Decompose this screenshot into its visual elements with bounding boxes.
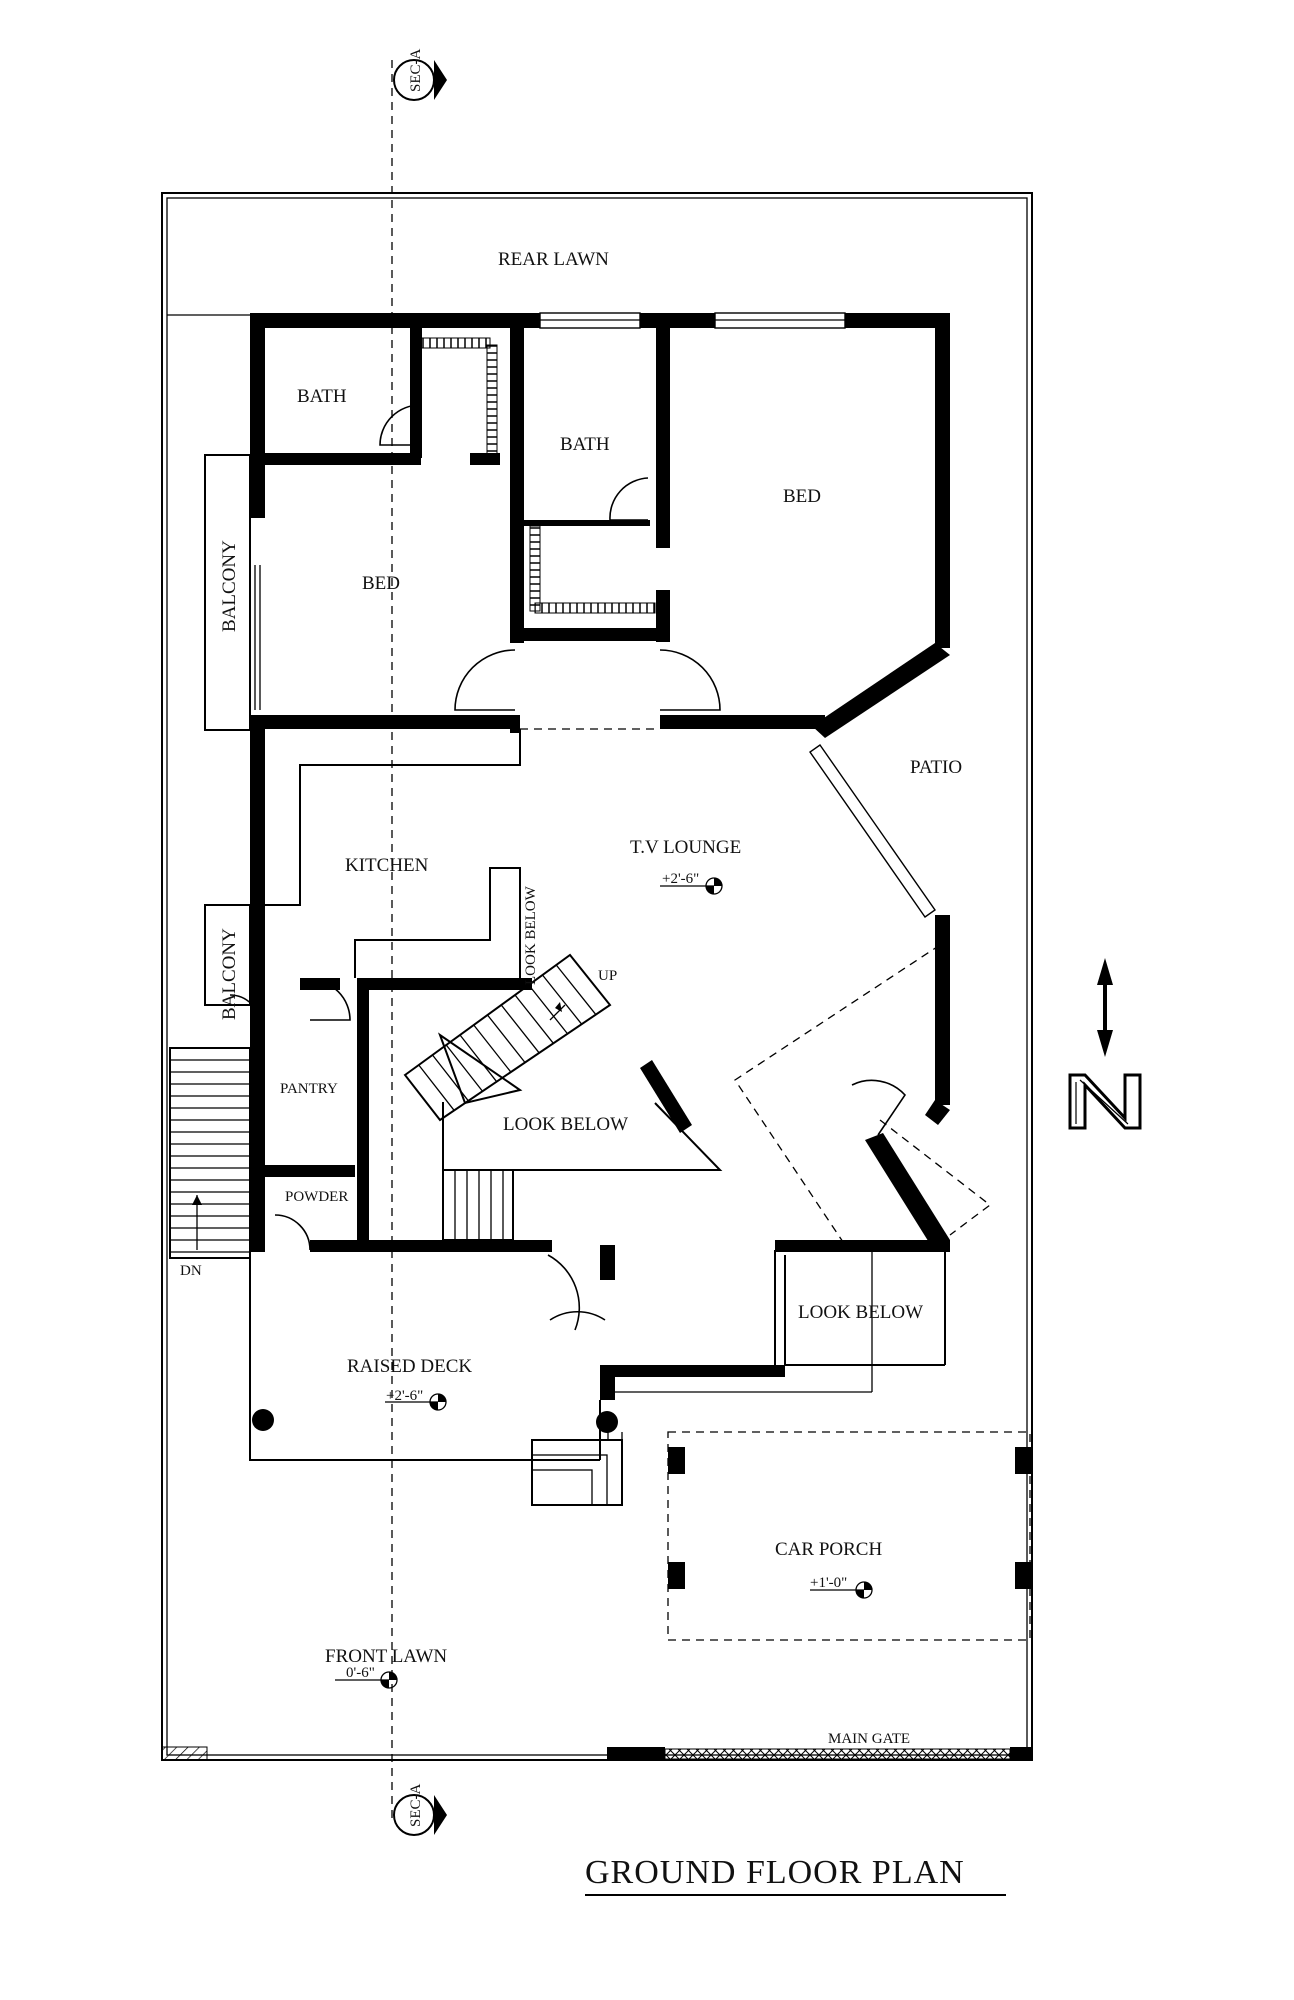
windows bbox=[539, 312, 936, 918]
staircase-lower bbox=[442, 1169, 514, 1241]
dashed-zones bbox=[667, 944, 1031, 1641]
label-balcony-lower: BALCONY bbox=[219, 928, 240, 1020]
label-bath-center: BATH bbox=[560, 434, 610, 455]
label-pantry: PANTRY bbox=[280, 1081, 338, 1097]
label-up: UP bbox=[598, 968, 617, 984]
plot-boundary bbox=[161, 192, 1033, 1761]
level-marker-porch bbox=[810, 1581, 873, 1599]
balconies bbox=[204, 340, 261, 1006]
level-marker-tv-lounge bbox=[660, 877, 723, 895]
north-arrow-icon bbox=[1097, 958, 1113, 1057]
walls bbox=[250, 313, 950, 1400]
label-bed-right: BED bbox=[783, 486, 821, 507]
section-marker-top: SEC-A bbox=[393, 48, 447, 101]
label-powder: POWDER bbox=[285, 1189, 348, 1205]
label-kitchen: KITCHEN bbox=[345, 855, 429, 876]
wardrobe-rails bbox=[419, 337, 656, 614]
north-letter bbox=[1068, 1073, 1142, 1130]
label-patio: PATIO bbox=[910, 757, 962, 778]
staircase-main bbox=[403, 953, 612, 1122]
drawing-title: GROUND FLOOR PLAN bbox=[585, 1854, 965, 1891]
label-balcony-upper: BALCONY bbox=[219, 540, 240, 632]
columns bbox=[252, 1409, 1032, 1589]
section-marker-bottom: SEC-A bbox=[393, 1783, 447, 1836]
level-marker-deck bbox=[385, 1393, 447, 1411]
main-gate bbox=[161, 1746, 1032, 1761]
section-line: SEC-A SEC-A bbox=[391, 48, 447, 1836]
level-marker-lawn bbox=[335, 1671, 398, 1689]
label-dn: DN bbox=[180, 1263, 202, 1279]
labels: REAR LAWN BATH BATH BED BED BALCONY BALC… bbox=[180, 249, 1006, 1896]
label-car-porch: CAR PORCH bbox=[775, 1539, 882, 1560]
label-look-below-center: LOOK BELOW bbox=[503, 1114, 628, 1135]
label-tv-lounge-level: +2'-6" bbox=[662, 871, 699, 887]
doors bbox=[229, 404, 907, 1331]
label-raised-deck: RAISED DECK bbox=[347, 1356, 472, 1377]
label-bed-left: BED bbox=[362, 573, 400, 594]
label-rear-lawn: REAR LAWN bbox=[498, 249, 609, 270]
level-markers bbox=[335, 877, 873, 1689]
label-look-below-right: LOOK BELOW bbox=[798, 1302, 923, 1323]
label-bath-left: BATH bbox=[297, 386, 347, 407]
svg-text:SEC-A: SEC-A bbox=[408, 1783, 424, 1827]
label-front-lawn-level: 0'-6" bbox=[346, 1665, 375, 1681]
svg-text:SEC-A: SEC-A bbox=[408, 48, 424, 92]
label-look-below-stair: LOOK BELOW bbox=[523, 885, 539, 985]
exterior-steps bbox=[169, 1047, 251, 1259]
label-main-gate: MAIN GATE bbox=[828, 1731, 910, 1747]
label-tv-lounge: T.V LOUNGE bbox=[630, 837, 741, 858]
label-front-lawn: FRONT LAWN bbox=[325, 1646, 447, 1667]
label-car-porch-level: +1'-0" bbox=[810, 1575, 847, 1591]
label-raised-deck-level: +2'-6" bbox=[386, 1388, 423, 1404]
